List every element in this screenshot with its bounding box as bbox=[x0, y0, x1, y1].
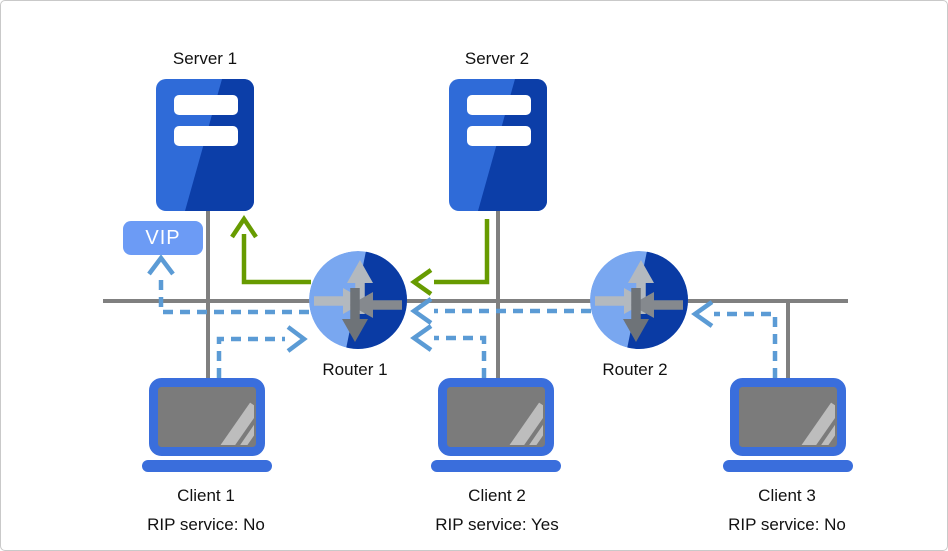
router2-label: Router 2 bbox=[602, 360, 668, 379]
arrowhead-left-icon bbox=[410, 297, 433, 325]
server2-label: Server 2 bbox=[464, 49, 530, 68]
arrowhead-right-icon bbox=[286, 325, 308, 353]
network-connectors bbox=[103, 211, 848, 379]
router1-label: Router 1 bbox=[322, 360, 388, 379]
client2-rip-label: RIP service: Yes bbox=[435, 515, 559, 534]
dashed-flow-arrows bbox=[147, 254, 778, 378]
client3-rip-label: RIP service: No bbox=[728, 515, 846, 534]
router1-icon bbox=[309, 251, 407, 349]
client3-laptop-icon bbox=[723, 378, 853, 472]
flow-client1-to-router1 bbox=[216, 336, 285, 378]
server1-icon bbox=[156, 79, 254, 211]
flow-server2-to-router1 bbox=[434, 219, 490, 285]
client2-label: Client 2 bbox=[468, 486, 526, 505]
client2-laptop-icon bbox=[431, 378, 561, 472]
arrowhead-up-icon bbox=[147, 254, 175, 276]
green-flow-arrows bbox=[230, 214, 490, 296]
arrowhead-up-icon bbox=[230, 214, 258, 239]
vip-badge: VIP bbox=[123, 221, 203, 255]
client1-rip-label: RIP service: No bbox=[147, 515, 265, 534]
arrowhead-left-icon bbox=[410, 324, 433, 352]
server2-icon bbox=[449, 79, 547, 211]
flow-router1-to-server1 bbox=[241, 234, 311, 285]
server1-label: Server 1 bbox=[172, 49, 238, 68]
flow-router1-to-vip bbox=[158, 273, 309, 315]
arrowhead-left-icon bbox=[691, 300, 714, 328]
client1-label: Client 1 bbox=[177, 486, 235, 505]
client3-label: Client 3 bbox=[758, 486, 816, 505]
flow-client2-to-router1 bbox=[434, 335, 487, 378]
router2-icon bbox=[590, 251, 688, 349]
client1-laptop-icon bbox=[142, 378, 272, 472]
flow-client3-to-router2 bbox=[714, 311, 778, 378]
arrowhead-left-icon bbox=[410, 268, 433, 296]
